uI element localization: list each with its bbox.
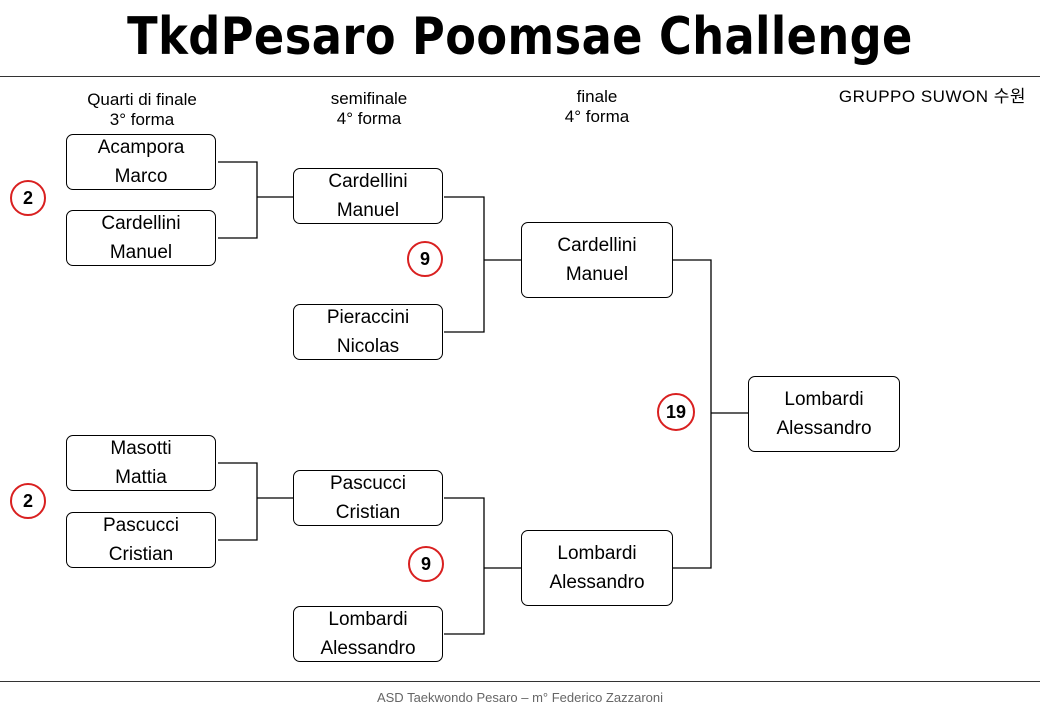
player-first-name: Cardellini: [101, 213, 181, 234]
player-last-name: Mattia: [115, 467, 167, 488]
player-box-final-1: Cardellini Manuel: [521, 222, 673, 298]
player-last-name: Alessandro: [549, 572, 645, 593]
player-box-quarterfinal-2: Cardellini Manuel: [66, 210, 216, 266]
score-badge-semi-bottom: 9: [408, 546, 444, 582]
player-last-name: Manuel: [336, 200, 400, 221]
footer-credit: ASD Taekwondo Pesaro – m° Federico Zazza…: [376, 690, 664, 705]
player-box-semifinal-3: Pascucci Cristian: [293, 470, 443, 526]
footer-divider: [0, 681, 1040, 682]
player-first-name: Pascucci: [329, 473, 407, 494]
player-first-name: Acampora: [97, 137, 185, 158]
score-badge-final: 19: [657, 393, 695, 431]
round-header-form: 4° forma: [336, 109, 402, 128]
player-last-name: Marco: [114, 166, 168, 187]
player-last-name: Alessandro: [776, 418, 872, 439]
group-label: GRUPPO SUWON 수원: [838, 87, 1026, 106]
player-last-name: Nicolas: [336, 336, 400, 357]
player-box-semifinal-1: Cardellini Manuel: [293, 168, 443, 224]
player-first-name: Cardellini: [557, 235, 637, 256]
header-divider: [0, 76, 1040, 77]
player-first-name: Lombardi: [328, 609, 408, 630]
score-badge-quarter-bottom: 2: [10, 483, 46, 519]
round-header-semifinals: semifinale 4° forma: [269, 89, 469, 129]
round-header-title: semifinale: [330, 89, 408, 108]
connector-semi-top: [444, 196, 485, 333]
player-box-semifinal-4: Lombardi Alessandro: [293, 606, 443, 662]
round-header-quarterfinals: Quarti di finale 3° forma: [42, 90, 242, 130]
player-first-name: Lombardi: [557, 543, 637, 564]
player-first-name: Pieraccini: [326, 307, 410, 328]
player-first-name: Pascucci: [102, 515, 180, 536]
player-last-name: Manuel: [109, 242, 173, 263]
player-box-quarterfinal-4: Pascucci Cristian: [66, 512, 216, 568]
player-box-quarterfinal-3: Masotti Mattia: [66, 435, 216, 491]
player-box-winner: Lombardi Alessandro: [748, 376, 900, 452]
player-first-name: Masotti: [110, 438, 172, 459]
player-box-quarterfinal-1: Acampora Marco: [66, 134, 216, 190]
connector-quarter-bottom: [218, 462, 258, 541]
page-title: TkdPesaro Poomsae Challenge: [127, 7, 913, 67]
connector-final: [671, 259, 712, 569]
player-first-name: Lombardi: [784, 389, 864, 410]
score-badge-quarter-top: 2: [10, 180, 46, 216]
connector-semi-bottom: [444, 497, 485, 635]
round-header-final: finale 4° forma: [497, 87, 697, 127]
player-last-name: Cristian: [108, 544, 174, 565]
player-first-name: Cardellini: [328, 171, 408, 192]
round-header-title: Quarti di finale: [87, 90, 197, 109]
round-header-form: 3° forma: [109, 110, 175, 129]
player-box-semifinal-2: Pieraccini Nicolas: [293, 304, 443, 360]
player-last-name: Alessandro: [320, 638, 416, 659]
round-header-title: finale: [576, 87, 618, 106]
player-box-final-2: Lombardi Alessandro: [521, 530, 673, 606]
player-last-name: Manuel: [565, 264, 629, 285]
round-header-form: 4° forma: [564, 107, 630, 126]
connector-quarter-top: [218, 161, 258, 239]
player-last-name: Cristian: [335, 502, 401, 523]
score-badge-semi-top: 9: [407, 241, 443, 277]
